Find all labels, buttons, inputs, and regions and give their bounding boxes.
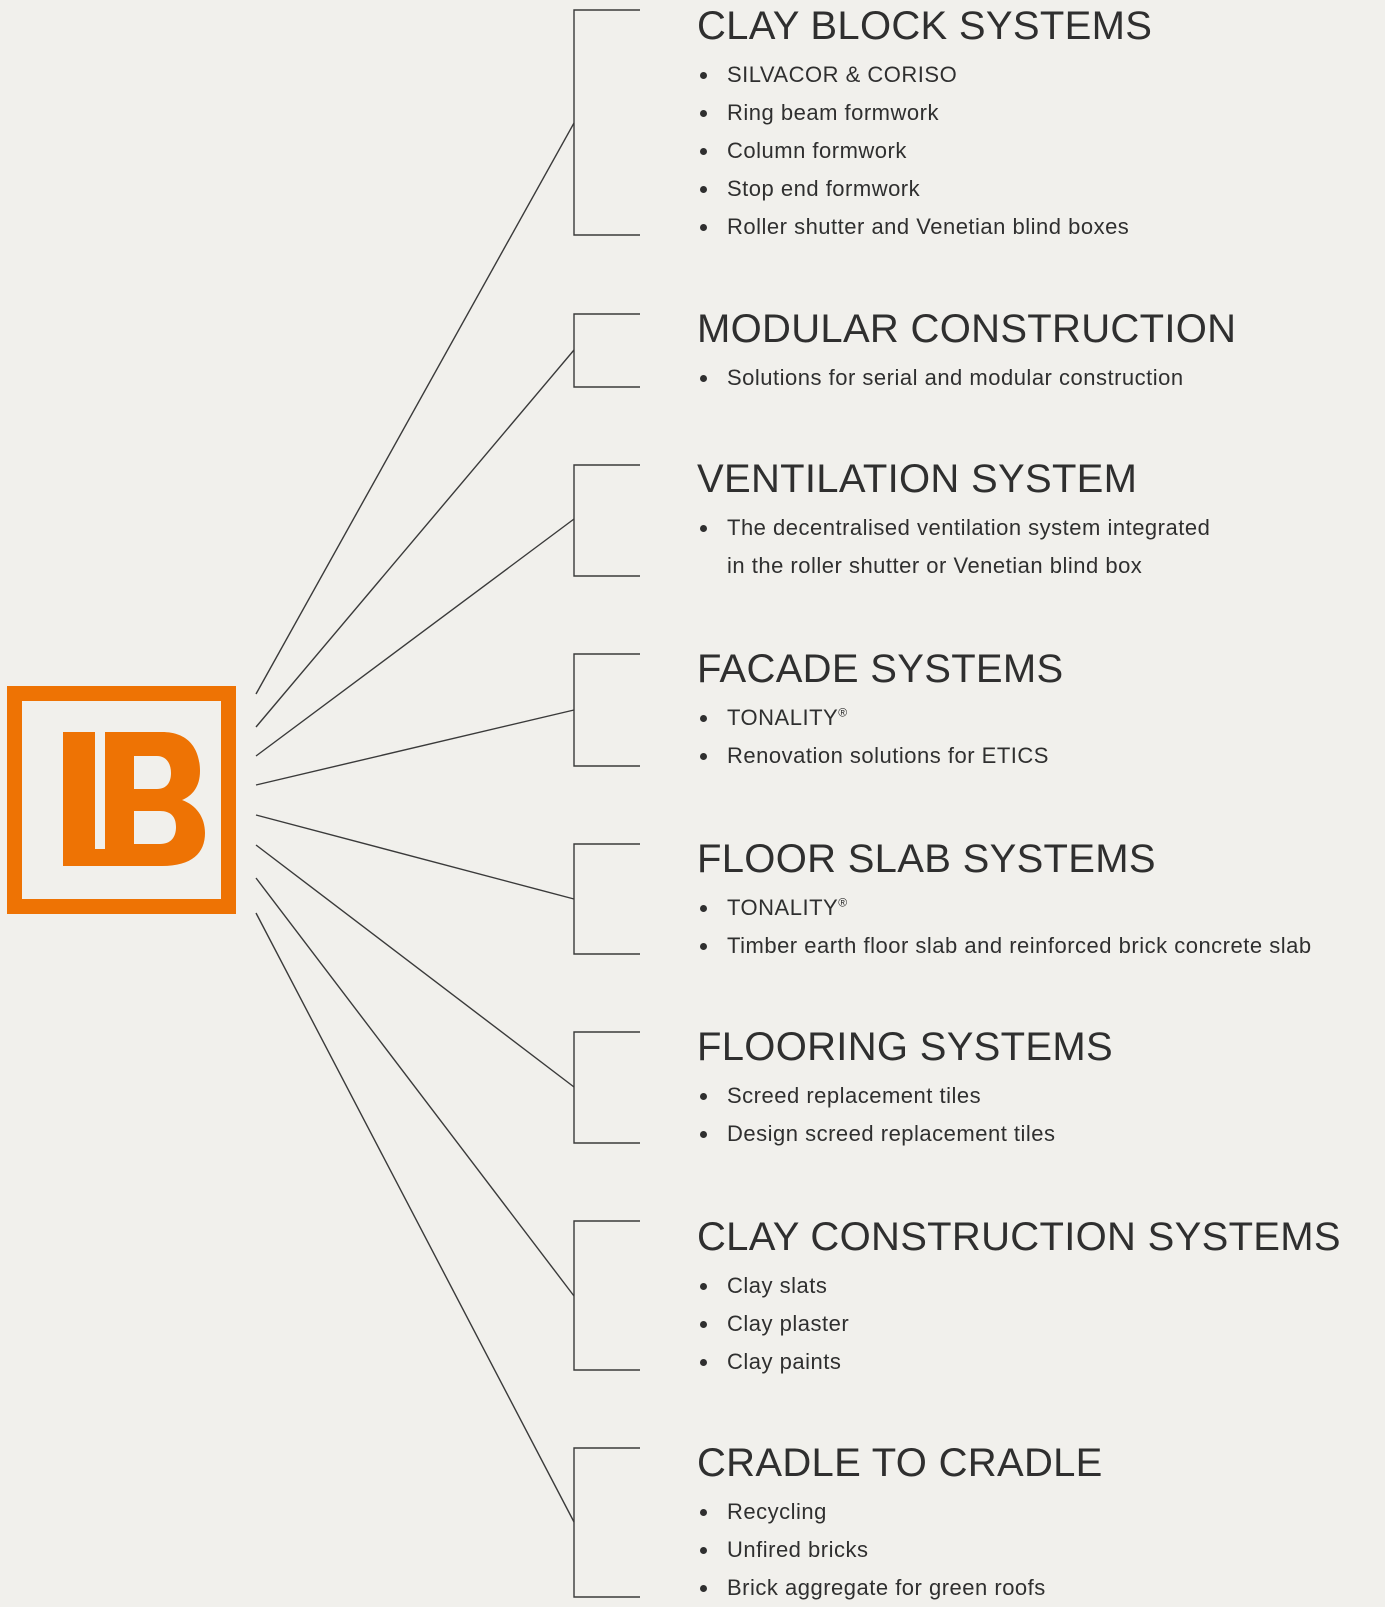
connector-line-floor-slab bbox=[255, 814, 575, 900]
list-item: Brick aggregate for green roofs bbox=[697, 1569, 1385, 1607]
list-item: Screed replacement tiles bbox=[697, 1077, 1385, 1115]
bracket-clay-block bbox=[573, 9, 640, 236]
bracket-floor-slab bbox=[573, 843, 640, 955]
item-list: Solutions for serial and modular constru… bbox=[697, 359, 1385, 397]
connector-line-clay-construction bbox=[255, 877, 575, 1297]
item-list: The decentralised ventilation system int… bbox=[697, 509, 1385, 585]
connector-line-modular bbox=[255, 349, 575, 728]
list-item: Renovation solutions for ETICS bbox=[697, 737, 1385, 775]
section-clay-construction-systems: CLAY CONSTRUCTION SYSTEMS Clay slats Cla… bbox=[697, 1211, 1385, 1381]
list-item: Clay plaster bbox=[697, 1305, 1385, 1343]
section-title: FLOORING SYSTEMS bbox=[697, 1025, 1113, 1069]
bracket-facade bbox=[573, 653, 640, 767]
list-item: Ring beam formwork bbox=[697, 94, 1385, 132]
section-flooring-systems: FLOORING SYSTEMS Screed replacement tile… bbox=[697, 1021, 1385, 1153]
list-item: The decentralised ventilation system int… bbox=[697, 509, 1385, 547]
list-item: Clay paints bbox=[697, 1343, 1385, 1381]
lb-monogram-icon bbox=[63, 732, 205, 866]
section-clay-block-systems: CLAY BLOCK SYSTEMS SILVACOR & CORISO Rin… bbox=[697, 0, 1385, 246]
connector-line-cradle bbox=[255, 912, 575, 1523]
section-title: VENTILATION SYSTEM bbox=[697, 457, 1138, 501]
list-item: SILVACOR & CORISO bbox=[697, 56, 1385, 94]
list-item: Unfired bricks bbox=[697, 1531, 1385, 1569]
section-facade-systems: FACADE SYSTEMS TONALITY® Renovation solu… bbox=[697, 643, 1385, 775]
section-modular-construction: MODULAR CONSTRUCTION Solutions for seria… bbox=[697, 303, 1385, 397]
connector-line-facade bbox=[255, 709, 575, 786]
bracket-ventilation bbox=[573, 464, 640, 577]
section-floor-slab-systems: FLOOR SLAB SYSTEMS TONALITY® Timber eart… bbox=[697, 833, 1385, 965]
list-item: Timber earth floor slab and reinforced b… bbox=[697, 927, 1385, 965]
list-item: Recycling bbox=[697, 1493, 1385, 1531]
section-title: MODULAR CONSTRUCTION bbox=[697, 307, 1237, 351]
registered-mark: ® bbox=[838, 895, 848, 910]
section-title: CRADLE TO CRADLE bbox=[697, 1441, 1103, 1485]
item-list: Recycling Unfired bricks Brick aggregate… bbox=[697, 1493, 1385, 1607]
section-ventilation-system: VENTILATION SYSTEM The decentralised ven… bbox=[697, 453, 1385, 585]
bracket-modular bbox=[573, 313, 640, 388]
list-item-continuation: in the roller shutter or Venetian blind … bbox=[727, 553, 1143, 578]
list-item: TONALITY® bbox=[697, 699, 1385, 737]
list-item: Solutions for serial and modular constru… bbox=[697, 359, 1385, 397]
item-list: SILVACOR & CORISO Ring beam formwork Col… bbox=[697, 56, 1385, 246]
list-item: TONALITY® bbox=[697, 889, 1385, 927]
section-title: CLAY CONSTRUCTION SYSTEMS bbox=[697, 1215, 1341, 1259]
item-list: TONALITY® Renovation solutions for ETICS bbox=[697, 699, 1385, 775]
registered-mark: ® bbox=[838, 705, 848, 720]
section-title: CLAY BLOCK SYSTEMS bbox=[697, 4, 1153, 48]
connector-line-ventilation bbox=[255, 518, 575, 757]
connector-line-flooring bbox=[255, 844, 575, 1088]
bracket-flooring bbox=[573, 1031, 640, 1144]
section-title: FLOOR SLAB SYSTEMS bbox=[697, 837, 1156, 881]
list-item: Design screed replacement tiles bbox=[697, 1115, 1385, 1153]
list-item: Clay slats bbox=[697, 1267, 1385, 1305]
bracket-cradle bbox=[573, 1447, 640, 1598]
bracket-clay-construction bbox=[573, 1220, 640, 1371]
list-item: Roller shutter and Venetian blind boxes bbox=[697, 208, 1385, 246]
section-cradle-to-cradle: CRADLE TO CRADLE Recycling Unfired brick… bbox=[697, 1437, 1385, 1607]
list-item: Stop end formwork bbox=[697, 170, 1385, 208]
item-list: Clay slats Clay plaster Clay paints bbox=[697, 1267, 1385, 1381]
section-title: FACADE SYSTEMS bbox=[697, 647, 1064, 691]
connector-line-clay-block bbox=[255, 122, 575, 695]
lb-logo bbox=[7, 686, 236, 914]
list-item: Column formwork bbox=[697, 132, 1385, 170]
item-list: Screed replacement tiles Design screed r… bbox=[697, 1077, 1385, 1153]
item-list: TONALITY® Timber earth floor slab and re… bbox=[697, 889, 1385, 965]
